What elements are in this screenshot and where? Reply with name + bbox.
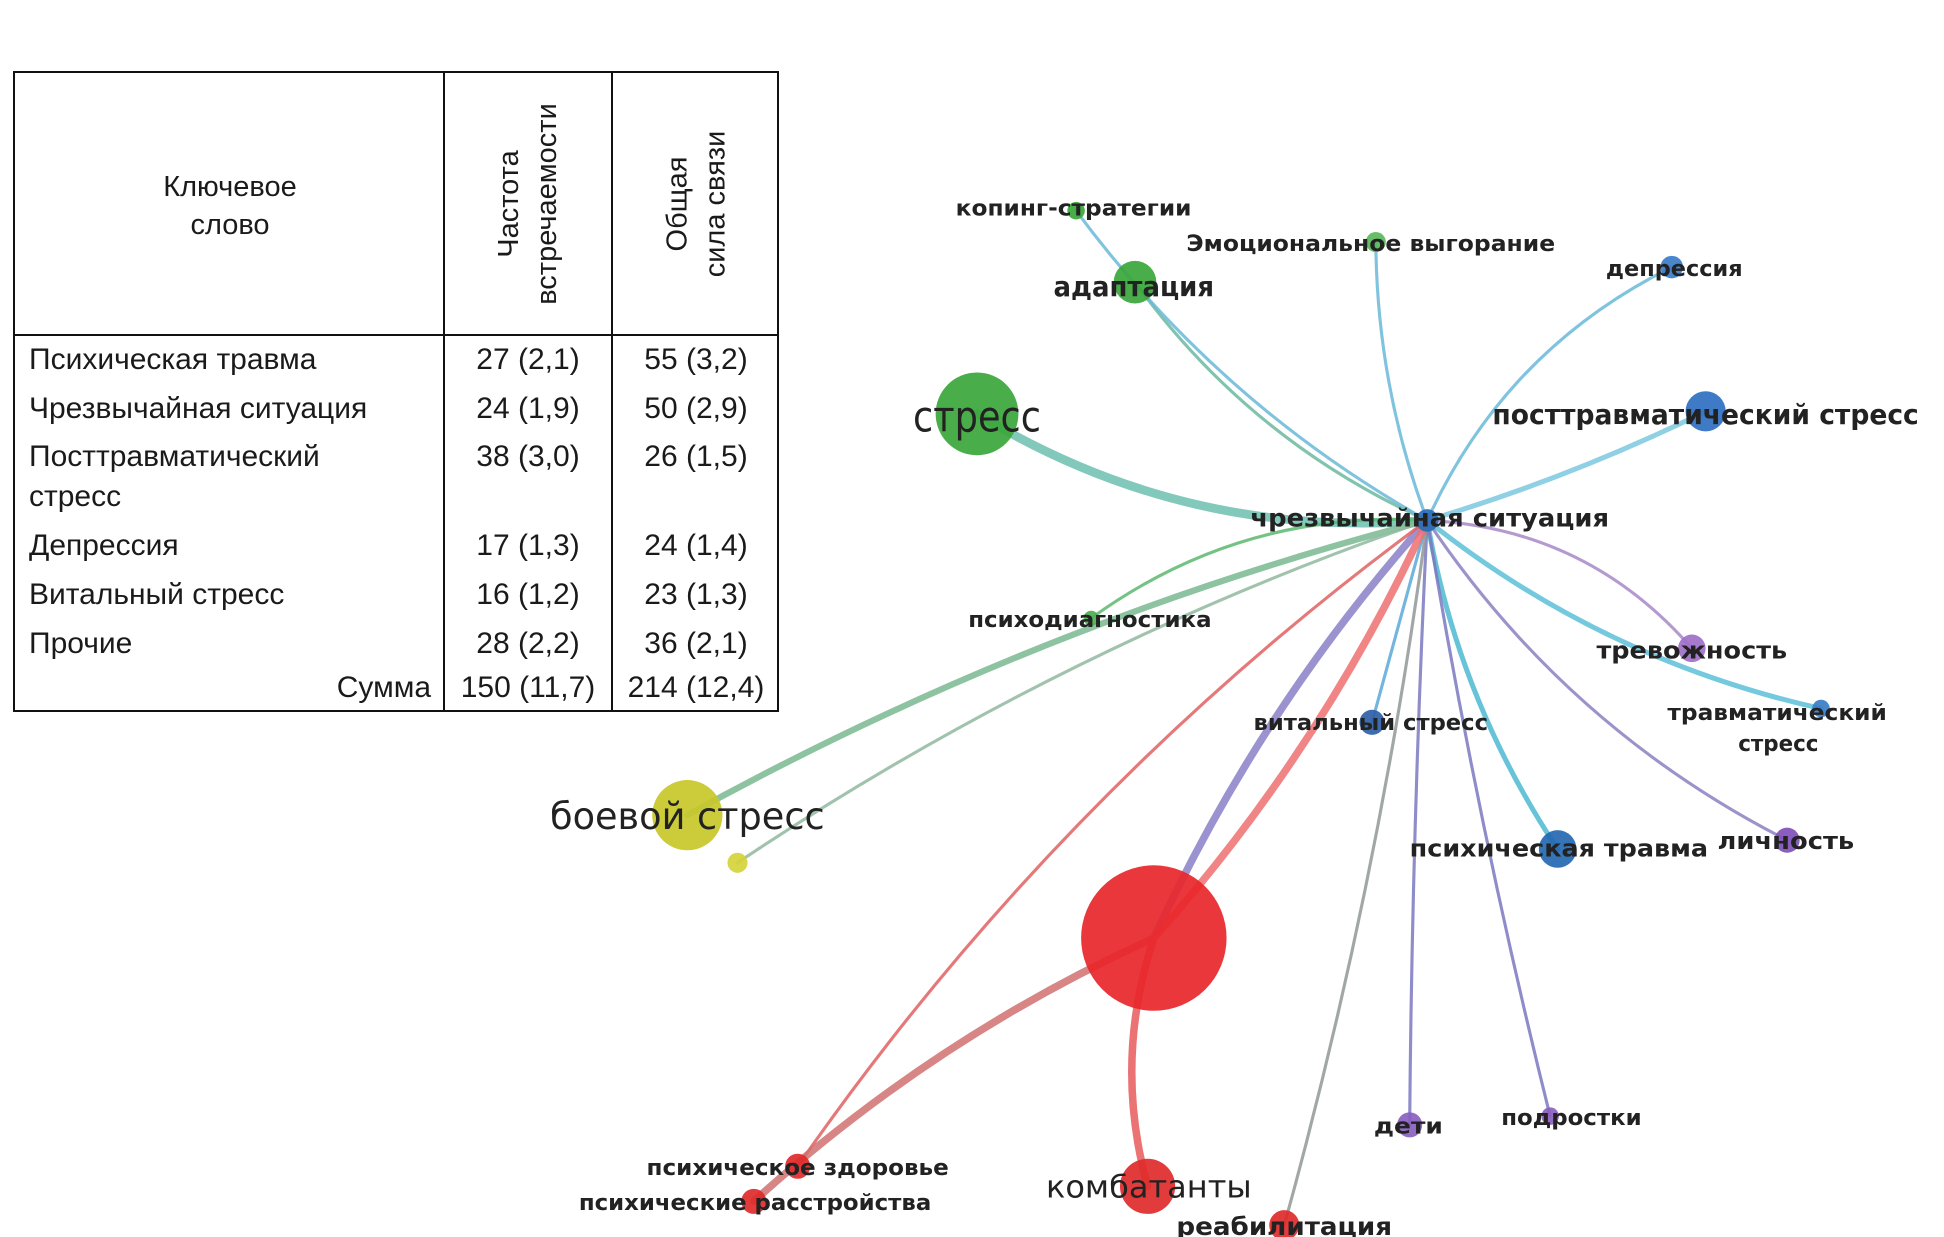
node-vital bbox=[1359, 709, 1385, 735]
node-emot bbox=[1365, 232, 1386, 253]
row-frequency: 16 (1,2) bbox=[476, 578, 580, 611]
node-boevoy bbox=[652, 780, 723, 851]
row-keyword: Чрезвычайная ситуация bbox=[29, 392, 367, 426]
node-label-pzdor: психическое здоровье bbox=[647, 1155, 949, 1181]
edge-hub-pzdor bbox=[796, 518, 1429, 1168]
row-keyword-line: Витальный стресс bbox=[29, 578, 285, 611]
edge-hub-reab bbox=[1282, 518, 1429, 1227]
edge-hub-small bbox=[735, 518, 1429, 865]
node-label-vital: витальный стресс bbox=[1254, 710, 1489, 736]
edge-hub-travm bbox=[1424, 517, 1824, 712]
row-strength: 23 (1,3) bbox=[644, 578, 748, 611]
edge-hub-trev bbox=[1425, 518, 1694, 650]
node-prasstr bbox=[741, 1188, 767, 1214]
row-keyword-line: стресс bbox=[29, 480, 122, 513]
node-label-deti: дети bbox=[1374, 1114, 1443, 1140]
node-podr bbox=[1541, 1107, 1559, 1125]
edge-hub-boevoy bbox=[684, 517, 1431, 819]
node-label-ptrauma: психическая травма bbox=[1410, 835, 1708, 863]
total-frequency: 150 (11,7) bbox=[460, 671, 596, 704]
edge-hub-vital bbox=[1370, 518, 1429, 724]
node-stress bbox=[935, 372, 1019, 456]
node-label-podr: подростки bbox=[1501, 1105, 1641, 1131]
node-kombat bbox=[1119, 1158, 1176, 1214]
node-label-adapt: адаптация bbox=[1054, 270, 1215, 303]
node-deti bbox=[1397, 1112, 1423, 1138]
node-label-ptsd: посттравматический стресс bbox=[1492, 398, 1918, 431]
node-lichn bbox=[1774, 827, 1800, 853]
edge-hub-stress bbox=[972, 409, 1432, 528]
header-keyword: Ключевое слово bbox=[15, 168, 445, 244]
node-pzdor bbox=[785, 1153, 811, 1179]
node-small bbox=[727, 852, 748, 873]
row-keyword: Посттравматический стресс bbox=[29, 440, 320, 514]
edge-hub-koping bbox=[1074, 209, 1429, 523]
row-strength: 26 (1,5) bbox=[644, 440, 748, 473]
node-travm bbox=[1812, 699, 1830, 718]
row-keyword: Депрессия bbox=[29, 529, 179, 563]
edge-hub-psdiag bbox=[1089, 517, 1429, 620]
nodes bbox=[652, 201, 1830, 1237]
edge-hub-podr bbox=[1425, 518, 1552, 1118]
header-divider bbox=[15, 334, 777, 336]
row-frequency: 28 (2,2) bbox=[476, 627, 580, 660]
edge-hub-adapt bbox=[1133, 280, 1429, 523]
node-hub bbox=[1415, 509, 1439, 532]
header-keyword-line: Ключевое bbox=[163, 171, 297, 203]
row-frequency: 27 (2,1) bbox=[476, 343, 580, 376]
total-strength: 214 (12,4) bbox=[627, 671, 765, 704]
row-keyword-line: Посттравматический bbox=[29, 440, 320, 473]
node-adapt bbox=[1113, 260, 1157, 304]
row-keyword: Прочие bbox=[29, 627, 132, 661]
node-label-depr: депрессия bbox=[1606, 256, 1743, 282]
column-divider bbox=[611, 73, 613, 710]
node-label-trev: тревожность bbox=[1597, 636, 1788, 664]
row-keyword-line: Депрессия bbox=[29, 529, 179, 562]
node-depr bbox=[1660, 255, 1684, 279]
node-label-psdiag: психодиагностика bbox=[968, 607, 1211, 633]
row-keyword: Витальный стресс bbox=[29, 578, 284, 612]
row-strength: 50 (2,9) bbox=[644, 392, 748, 425]
node-label-prasstr: психические расстройства bbox=[579, 1190, 931, 1216]
header-keyword-line: слово bbox=[190, 209, 270, 241]
node-ptrauma bbox=[1538, 830, 1577, 868]
row-keyword-line: Чрезвычайная ситуация bbox=[29, 392, 368, 425]
edge-hub-emot bbox=[1374, 240, 1429, 523]
row-keyword-line: Прочие bbox=[29, 627, 133, 660]
node-label-hub: чрезвычайная ситуация bbox=[1250, 504, 1609, 533]
edge-hub-ptsd bbox=[1424, 408, 1709, 523]
node-koping bbox=[1067, 201, 1085, 220]
node-label-lichn: личность bbox=[1718, 827, 1855, 855]
row-strength: 24 (1,4) bbox=[644, 529, 748, 562]
node-psdiag bbox=[1083, 610, 1099, 626]
node-ptsd bbox=[1685, 391, 1726, 432]
row-frequency: 38 (3,0) bbox=[476, 440, 580, 473]
node-label-reab: реабилитация bbox=[1176, 1212, 1392, 1237]
edge-hub-depr bbox=[1425, 265, 1674, 523]
total-label: Сумма bbox=[336, 671, 431, 704]
node-label-emot: Эмоциональное выгорание bbox=[1186, 231, 1555, 257]
labels: чрезвычайная ситуация стресс адаптация копи… bbox=[550, 196, 1919, 1237]
row-frequency: 17 (1,3) bbox=[476, 529, 580, 562]
column-divider bbox=[443, 73, 445, 710]
edge-hub-deti bbox=[1408, 518, 1429, 1127]
row-keyword: Психическая травма bbox=[29, 343, 316, 377]
node-label-travm: травматический bbox=[1667, 700, 1886, 726]
node-trev bbox=[1678, 634, 1706, 663]
node-label-travm: стресс bbox=[1738, 731, 1818, 757]
node-label-koping: копинг-стратегии bbox=[956, 196, 1192, 222]
node-label-kombat: комбатанты bbox=[1046, 1170, 1252, 1206]
edge-hub-lichn bbox=[1425, 518, 1789, 842]
node-red bbox=[1081, 865, 1227, 1011]
row-keyword-line: Психическая травма bbox=[29, 343, 317, 376]
node-label-stress: стресс bbox=[913, 392, 1041, 442]
node-reab bbox=[1269, 1210, 1300, 1237]
row-strength: 36 (2,1) bbox=[644, 627, 748, 660]
row-strength: 55 (3,2) bbox=[644, 343, 748, 376]
row-frequency: 24 (1,9) bbox=[476, 392, 580, 425]
node-label-boevoy: боевой стресс bbox=[550, 794, 825, 838]
